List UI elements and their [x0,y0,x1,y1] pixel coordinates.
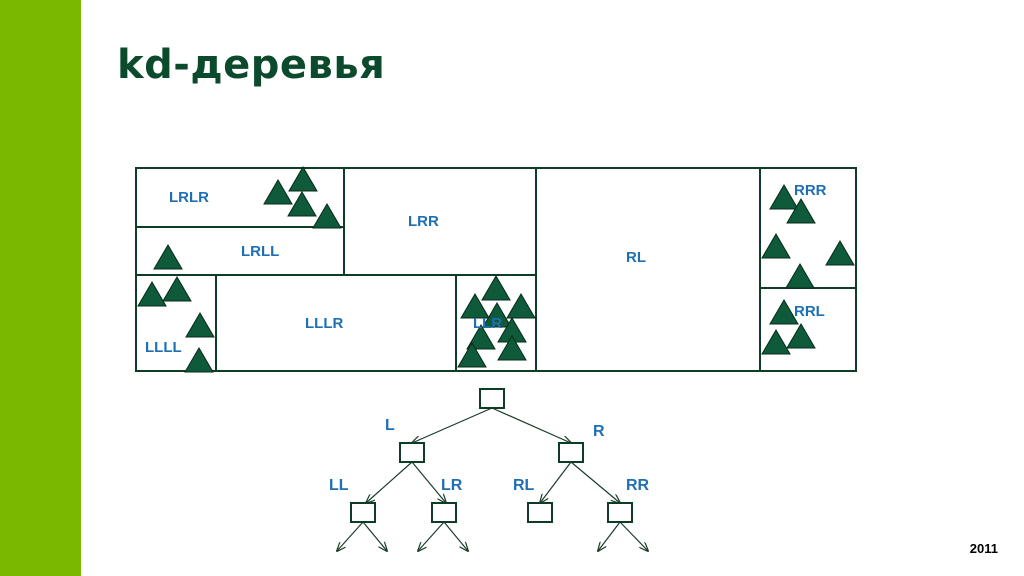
point-triangle [137,281,167,307]
point-triangle [482,302,512,328]
edge-label-l: L [385,417,395,434]
point-triangle [288,166,318,192]
tree-edge-r [491,407,571,443]
edge-label-rr: RR [626,477,650,494]
region-label-rrr: RRR [794,182,827,199]
tree-edge-lr [411,461,446,503]
edge-label-rl: RL [513,477,535,494]
accent-side-bar [0,0,81,576]
point-triangle [497,335,527,361]
tree-edge-ll [366,461,413,503]
tree-node-rr [607,502,633,523]
point-triangle [184,347,214,373]
tree-edge-rr [570,461,620,503]
region-label-llr: LLR [473,315,502,332]
region-labels: LRLR LRR RL RRR LRLL LLLR LLR LLLL RRL [145,182,827,356]
tree-edge-rl [540,461,572,503]
region-label-lllr: LLLR [305,315,343,332]
point-triangle [769,299,799,325]
point-triangle [481,275,511,301]
region-label-rl: RL [626,249,646,266]
tree-edge-labels: L R LL LR RL RR [329,417,650,494]
tree-edge-l [412,407,493,443]
data-points [137,166,855,373]
region-label-lrr: LRR [408,213,439,230]
region-label-lrll: LRLL [241,243,279,260]
tree-edges [337,407,648,551]
partition-lines [135,167,857,372]
edge-label-r: R [593,423,605,440]
point-triangle [153,244,183,270]
point-triangle [185,312,215,338]
point-triangle [312,203,342,229]
tree-node-ll [350,502,376,523]
region-label-rrl: RRL [794,303,825,320]
region-label-llll: LLLL [145,339,182,356]
kd-tree: L R LL LR RL RR [329,388,650,551]
tree-edge-leaf [418,521,445,551]
edge-label-lr: LR [441,477,463,494]
point-triangle [825,240,855,266]
tree-node-l [399,442,425,463]
tree-edge-leaf [362,521,387,551]
point-triangle [761,329,791,355]
point-triangle [769,184,799,210]
point-triangle [506,293,536,319]
edge-label-ll: LL [329,477,349,494]
point-triangle [287,191,317,217]
point-triangle [761,233,791,259]
region-label-lrlr: LRLR [169,189,209,206]
slide-year: 2011 [969,541,998,556]
outer-boundary [135,167,857,372]
point-triangle [263,179,293,205]
tree-node-lr [431,502,457,523]
point-triangle [457,342,487,368]
point-triangle [786,323,816,349]
tree-node-r [558,442,584,463]
tree-node-root [479,388,505,409]
tree-edge-leaf [443,521,468,551]
tree-node-rl [527,502,553,523]
tree-edge-leaf [598,521,621,551]
point-triangle [460,293,490,319]
point-triangle [466,324,496,350]
tree-edge-leaf [619,521,648,551]
point-triangle [786,198,816,224]
point-triangle [162,276,192,302]
tree-edge-leaf [337,521,364,551]
tree-nodes [350,388,633,523]
kd-partition-box: LRLR LRR RL RRR LRLL LLLR LLR LLLL RRL [135,166,857,373]
point-triangle [785,263,815,289]
slide-title: kd-деревья [117,42,386,88]
